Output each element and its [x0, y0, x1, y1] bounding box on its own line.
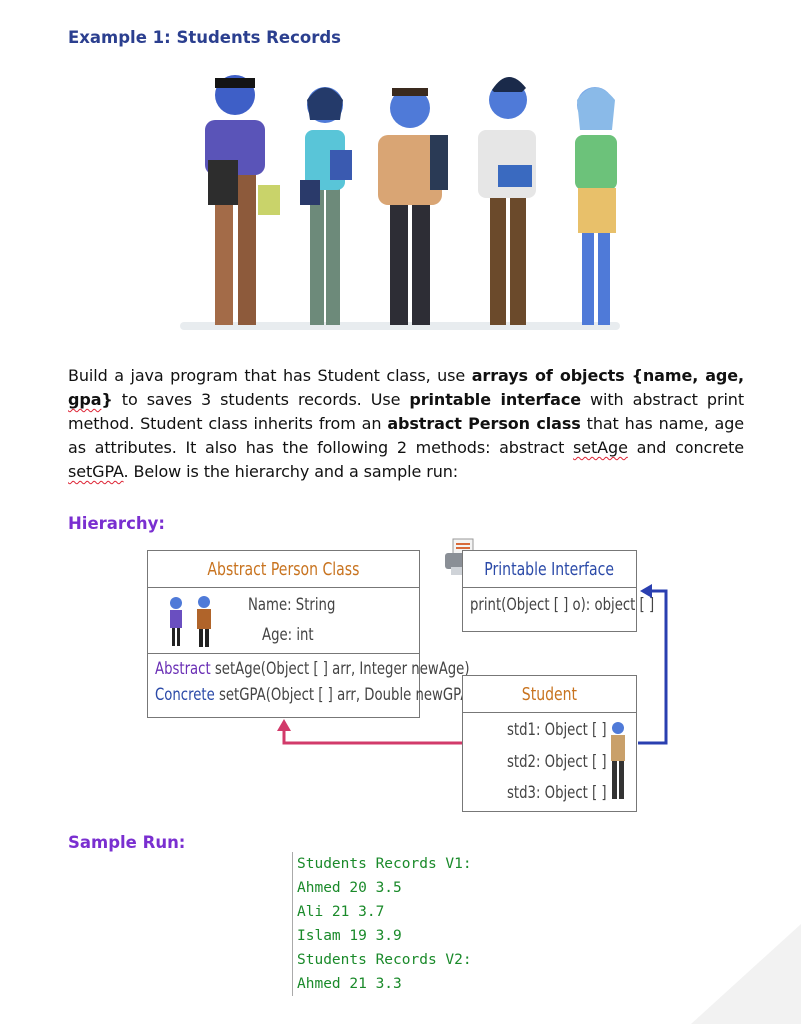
person-attr-age: Age: int	[262, 625, 314, 645]
printable-interface-title: Printable Interface	[484, 559, 615, 580]
person-method-setage: Abstract setAge(Object [ ] arr, Integer …	[155, 659, 470, 679]
student-figure-icon	[611, 722, 625, 799]
student-figure-4	[478, 76, 536, 325]
printable-interface-box: Printable Interface print(Object [ ] o):…	[462, 550, 654, 632]
student-figure-1	[205, 75, 280, 325]
student-figure-3	[378, 88, 448, 325]
sample-run-heading: Sample Run:	[68, 833, 186, 852]
implements-arrow	[638, 584, 668, 745]
output-line: Ahmed 20 3.5	[297, 880, 402, 896]
sample-run-output: Students Records V1: Ahmed 20 3.5 Ali 21…	[292, 852, 472, 996]
output-line: Ali 21 3.7	[297, 904, 385, 920]
student-class-box: Student std1: Object [ ] std2: Object [ …	[462, 675, 637, 812]
page-title: Example 1: Students Records	[68, 28, 341, 47]
page-corner-decoration	[691, 924, 801, 1024]
student-field-std2: std2: Object [ ]	[507, 752, 607, 772]
person-icons	[170, 596, 211, 647]
output-line: Students Records V1:	[297, 856, 472, 872]
students-illustration	[180, 75, 620, 330]
student-figure-2	[300, 87, 352, 325]
printable-method: print(Object [ ] o): object [ ]	[470, 595, 655, 615]
student-field-std3: std3: Object [ ]	[507, 783, 607, 803]
person-class-title: Abstract Person Class	[207, 559, 360, 580]
problem-description: Build a java program that has Student cl…	[68, 366, 745, 481]
output-line: Islam 19 3.9	[297, 928, 402, 944]
student-class-title: Student	[521, 684, 578, 705]
student-figure-5	[575, 87, 617, 325]
person-attr-name: Name: String	[248, 595, 336, 615]
student-field-std1: std1: Object [ ]	[507, 720, 607, 740]
person-method-setgpa: Concrete setGPA(Object [ ] arr, Double n…	[155, 685, 475, 705]
output-line: Students Records V2:	[297, 952, 472, 968]
output-line: Ahmed 21 3.3	[297, 976, 402, 992]
hierarchy-heading: Hierarchy:	[68, 514, 165, 533]
person-class-box: Abstract Person Class Name: String Age: …	[147, 550, 475, 718]
inherits-arrow	[277, 719, 462, 745]
